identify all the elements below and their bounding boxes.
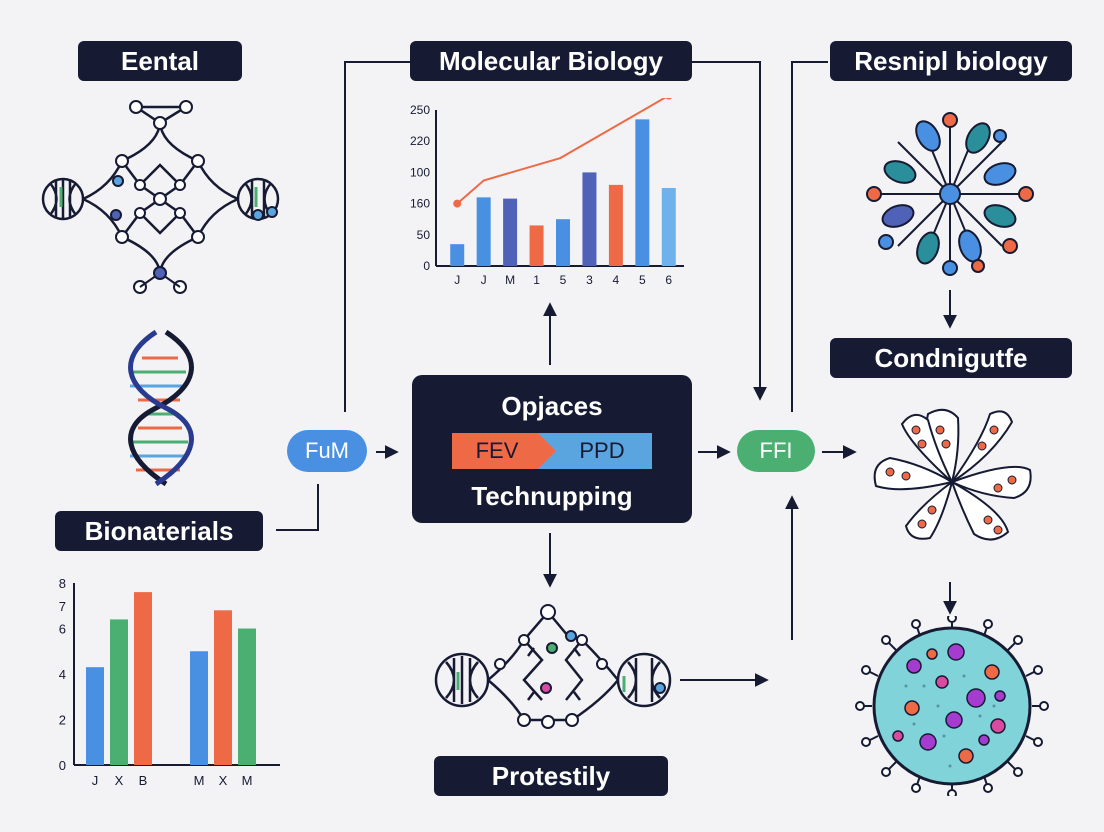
- fev-chevron-shape: [452, 433, 560, 469]
- fev-chevron-label: FEV: [475, 438, 519, 463]
- x-tick-label: M: [242, 773, 253, 788]
- x-tick-label: 4: [613, 273, 620, 287]
- center-chevrons: [452, 433, 652, 469]
- node-fum: FuM: [287, 430, 367, 472]
- bar: [238, 628, 256, 765]
- x-tick-label: M: [194, 773, 205, 788]
- dna-helix-illustration: [128, 329, 194, 487]
- y-tick-label: 50: [417, 228, 431, 242]
- ppd-chevron-shape: [538, 433, 652, 469]
- y-tick-label: 250: [410, 103, 430, 117]
- y-tick-label: 8: [59, 576, 66, 591]
- y-tick-label: 0: [423, 259, 430, 273]
- label-resnipl-biology: Resnipl biology: [830, 41, 1072, 81]
- x-tick-label: 3: [586, 273, 593, 287]
- line-point: [665, 98, 672, 100]
- cell-illustration: [855, 616, 1049, 796]
- bar: [134, 592, 152, 765]
- line-point: [453, 199, 462, 208]
- bar: [529, 225, 544, 266]
- x-tick-label: B: [139, 773, 148, 788]
- y-tick-label: 0: [59, 758, 66, 773]
- connector-bionaterials-to-fum: [276, 484, 319, 531]
- molecular-network-illustration: [41, 100, 280, 294]
- center-title: Opjaces: [501, 391, 603, 421]
- center-process-box: Opjaces FEV PPD Technupping: [412, 375, 692, 523]
- bar: [661, 188, 676, 266]
- y-tick-label: 100: [410, 165, 430, 179]
- x-tick-label: 6: [665, 273, 672, 287]
- y-tick-label: 2: [59, 713, 66, 728]
- trend-line: [456, 98, 667, 205]
- y-tick-label: 6: [59, 622, 66, 637]
- label-bionaterials: Bionaterials: [55, 511, 263, 551]
- bar: [503, 198, 518, 266]
- x-tick-label: 5: [560, 273, 567, 287]
- y-tick-label: 7: [59, 599, 66, 614]
- y-tick-label: 4: [59, 667, 66, 682]
- center-subtitle: Technupping: [471, 481, 633, 511]
- label-protestily: Protestily: [434, 756, 668, 796]
- connector-fum-to-molecular: [344, 61, 410, 412]
- label-condnigutfe: Condnigutfe: [830, 338, 1072, 378]
- bar: [190, 651, 208, 765]
- bar: [86, 667, 104, 765]
- bar: [556, 219, 570, 266]
- y-tick-label: 220: [410, 134, 430, 148]
- x-tick-label: M: [505, 273, 515, 287]
- node-ffi: FFI: [737, 430, 815, 472]
- bar: [110, 619, 128, 765]
- y-tick-label: 160: [410, 197, 430, 211]
- bar: [214, 610, 232, 765]
- x-tick-label: 5: [639, 273, 646, 287]
- label-eental: Eental: [78, 41, 242, 81]
- x-tick-label: X: [115, 773, 124, 788]
- ppd-chevron-label: PPD: [579, 438, 625, 463]
- bar: [450, 244, 465, 266]
- x-tick-label: J: [454, 273, 460, 287]
- vesicle-cluster-illustration: [873, 408, 1032, 541]
- bar: [635, 119, 650, 266]
- connector-molecular-to-ffi: [692, 61, 767, 401]
- x-tick-label: X: [219, 773, 228, 788]
- bar: [476, 197, 491, 266]
- x-tick-label: J: [481, 273, 487, 287]
- x-tick-label: 1: [533, 273, 540, 287]
- connector-ffi-to-resnipl: [791, 61, 828, 412]
- molecule-cluster-illustration: [866, 112, 1034, 276]
- protein-network-illustration: [434, 604, 672, 729]
- x-tick-label: J: [92, 773, 99, 788]
- bar: [608, 184, 623, 266]
- bar: [582, 172, 597, 266]
- label-molecular-biology: Molecular Biology: [410, 41, 692, 81]
